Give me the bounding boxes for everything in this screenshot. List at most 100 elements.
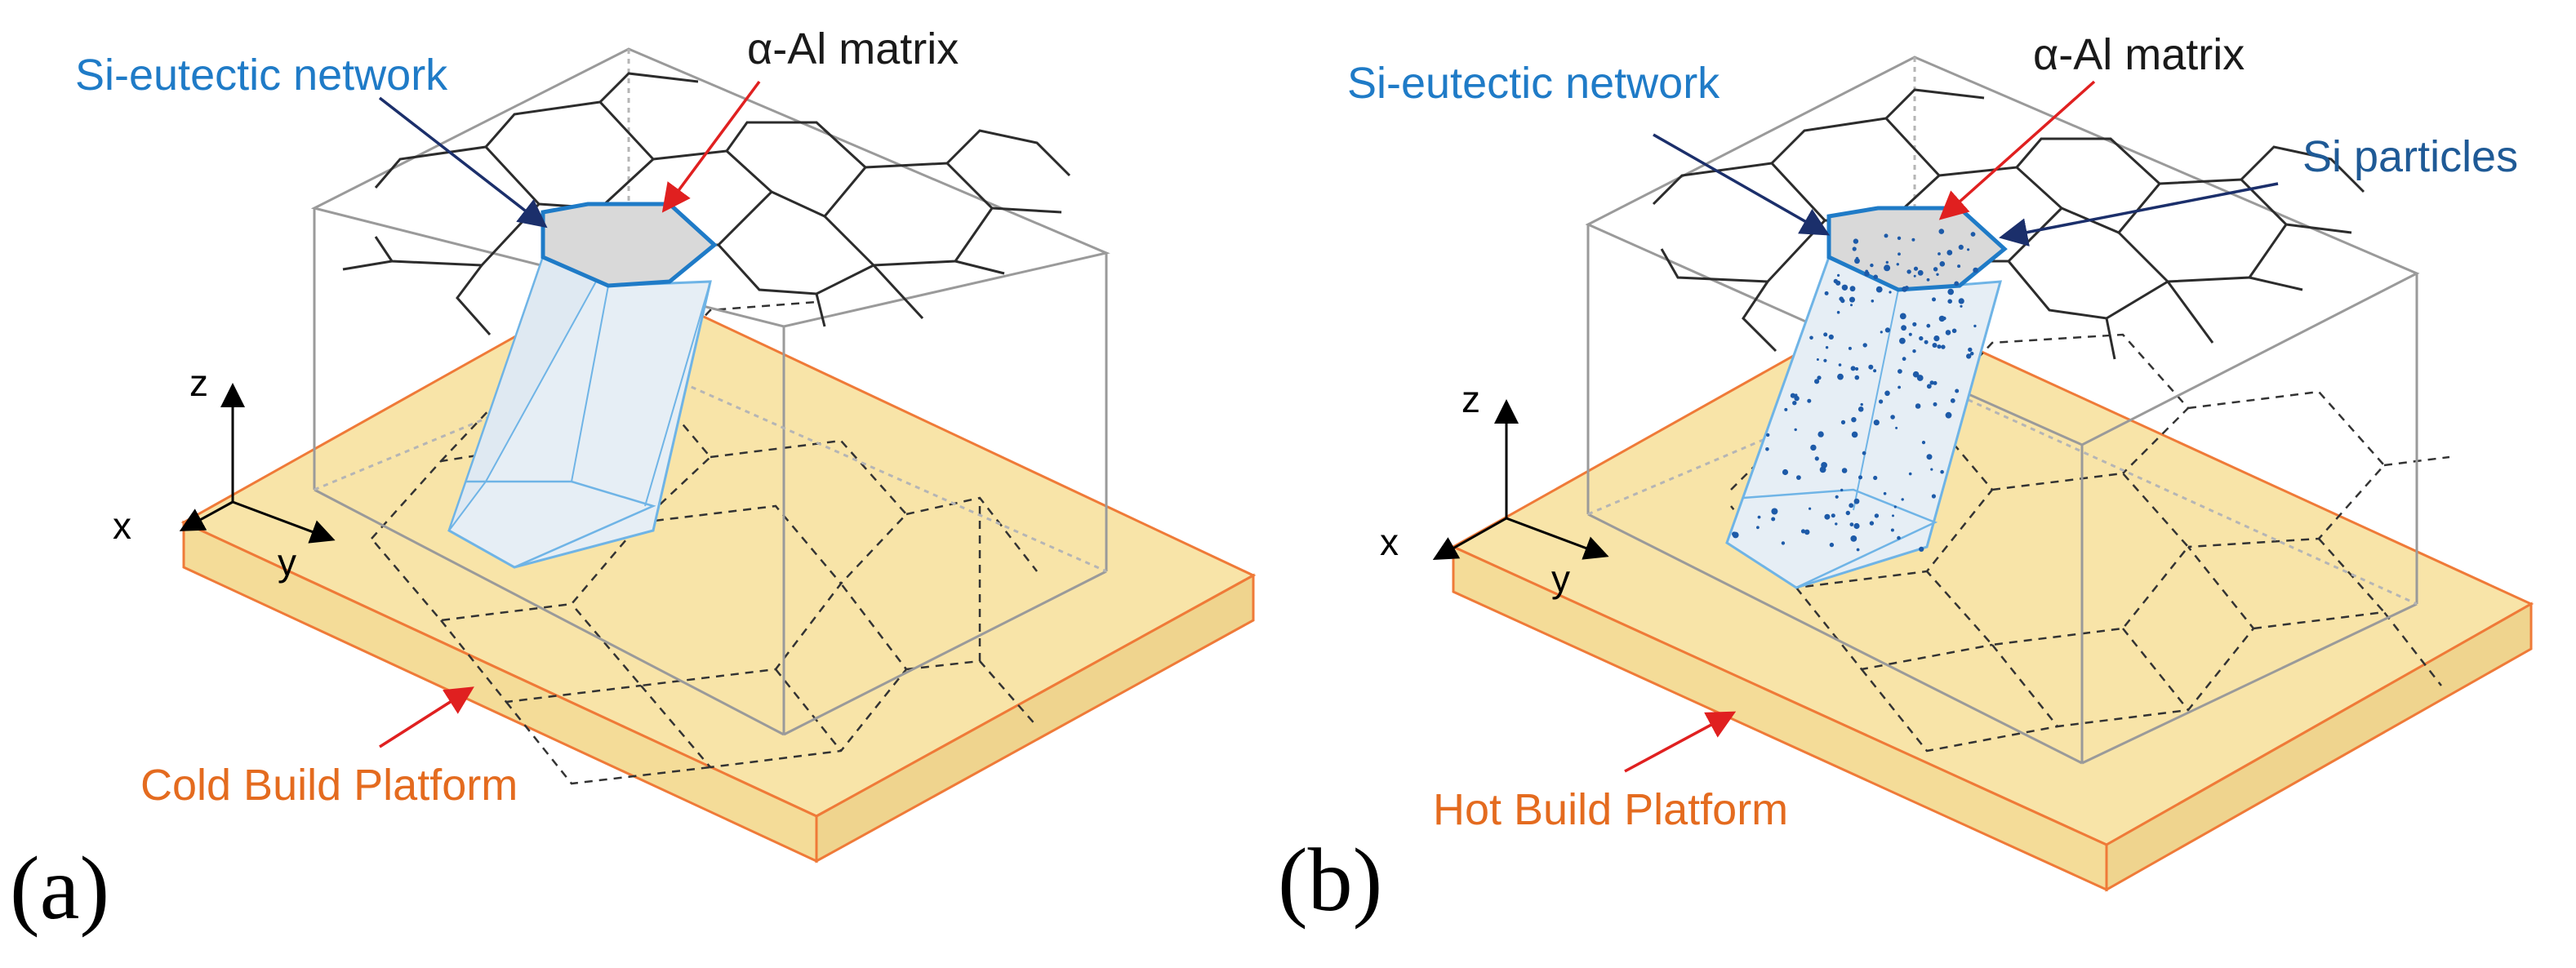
si-particle [1825, 346, 1829, 349]
si-particle [1921, 441, 1926, 445]
si-particle [1936, 273, 1939, 276]
si-particle [1816, 358, 1819, 361]
si-particle [1926, 454, 1933, 460]
si-particle [1960, 304, 1963, 308]
si-particle [1809, 507, 1812, 510]
si-particle [1899, 337, 1906, 344]
si-particle [1794, 428, 1797, 432]
axis-x-label: x [113, 504, 131, 547]
si-particle [1873, 475, 1878, 481]
si-particles-label: Si particles [2302, 132, 2518, 181]
si-particle [1781, 541, 1786, 545]
si-particle [1807, 398, 1812, 403]
si-particle [1913, 274, 1916, 278]
si-particle [1902, 357, 1906, 362]
si-particle [1929, 380, 1934, 385]
si-particle [1880, 331, 1883, 334]
si-particle [1915, 403, 1921, 409]
si-particle [1942, 316, 1946, 321]
platform-arrow-b [1624, 711, 1737, 773]
si-particle [1917, 269, 1924, 276]
si-particle [1850, 366, 1856, 371]
si-particle [1824, 513, 1831, 520]
column-cell-a [447, 202, 718, 569]
si-particle [1941, 344, 1946, 349]
si-particle [1821, 462, 1828, 468]
si-particle [1784, 407, 1788, 411]
si-particle [1869, 521, 1875, 526]
si-particle [1873, 369, 1877, 373]
si-particle [1853, 498, 1860, 504]
panel-letter-b: (b) [1278, 830, 1382, 930]
si-particle [1901, 498, 1904, 501]
si-particle [1868, 364, 1874, 370]
axis-x-label-b: x [1380, 521, 1399, 563]
si-particle [1919, 546, 1924, 553]
si-particle [1853, 522, 1860, 530]
si-particle [1864, 271, 1870, 277]
si-particle [1897, 535, 1901, 540]
si-particle [1933, 402, 1938, 406]
si-particle [1814, 456, 1819, 461]
column-cell-b [1725, 206, 2008, 589]
si-particle [1946, 250, 1953, 255]
si-particles [1732, 229, 1978, 553]
si-particle [1809, 335, 1813, 340]
si-particle [1851, 417, 1857, 423]
si-particle [1926, 278, 1930, 282]
si-particle [1850, 535, 1857, 542]
si-particle [1792, 401, 1797, 406]
si-particle [1850, 304, 1853, 307]
si-particle [1814, 379, 1820, 384]
si-particle [1945, 330, 1951, 335]
si-particle [1955, 389, 1960, 393]
si-particle [1958, 298, 1964, 304]
si-particle [1930, 468, 1933, 471]
si-particle [1855, 366, 1859, 371]
si-particle [1766, 433, 1770, 437]
si-particle [1933, 380, 1938, 385]
axes-a [179, 383, 336, 544]
si-particle [1862, 343, 1867, 348]
si-particle [1908, 472, 1912, 476]
si-particle [1765, 447, 1769, 451]
si-particle [1898, 385, 1902, 389]
si-particle [1885, 260, 1889, 264]
si-particle [1912, 322, 1917, 326]
si-particle [1884, 264, 1891, 272]
matrix-arrow-a [661, 80, 761, 213]
si-particle [1970, 232, 1976, 237]
si-particle [1912, 371, 1920, 378]
hot-build-platform-label: Hot Build Platform [1433, 785, 1788, 834]
si-particle [1901, 325, 1907, 331]
si-particle [1873, 420, 1880, 426]
si-eutectic-network-label-a: Si-eutectic network [75, 51, 448, 100]
cold-build-platform-label: Cold Build Platform [140, 761, 518, 810]
si-particle [1829, 542, 1835, 548]
si-particle [1890, 528, 1894, 532]
si-particle [1782, 468, 1789, 476]
si-particle [1938, 252, 1941, 255]
si-particle [1849, 522, 1854, 526]
si-particle [1893, 505, 1897, 508]
network-arrow-a [378, 96, 548, 229]
si-particle [1884, 233, 1889, 238]
si-particle [1817, 431, 1824, 437]
si-particle [1969, 351, 1974, 356]
si-particle [1858, 475, 1862, 480]
si-particle [1933, 267, 1938, 272]
si-particle [1898, 369, 1902, 374]
si-particle [1871, 300, 1875, 303]
si-particle [1838, 363, 1842, 366]
alpha-al-matrix-label-b: α-Al matrix [2033, 30, 2245, 79]
si-particle [1911, 238, 1915, 242]
si-particle [1933, 335, 1940, 342]
si-particle [1890, 415, 1895, 420]
alpha-al-matrix-label-a: α-Al matrix [747, 24, 959, 73]
si-particle [1831, 513, 1835, 518]
si-particle [1947, 299, 1952, 304]
si-particle [1897, 236, 1902, 240]
si-particle [1839, 296, 1844, 302]
si-particle [1845, 510, 1850, 516]
si-particle [1889, 291, 1892, 294]
